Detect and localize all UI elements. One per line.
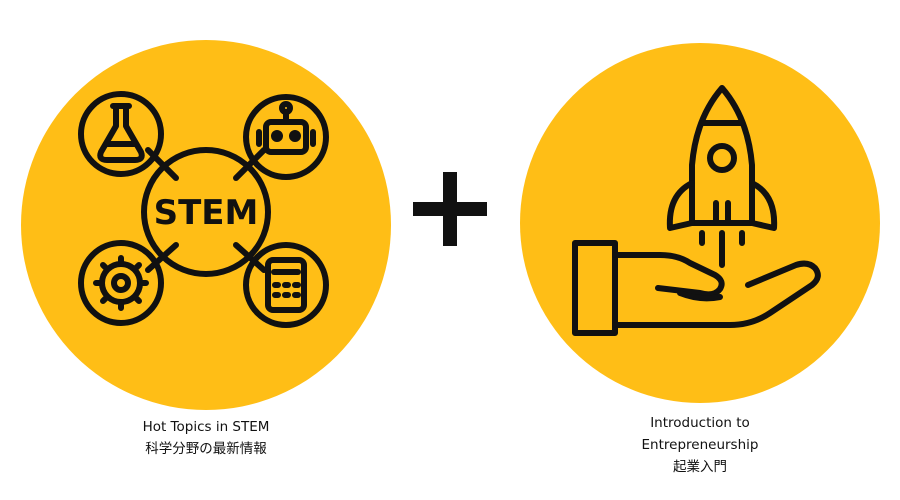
robot-icon <box>243 94 329 180</box>
rocket-icon <box>666 85 778 268</box>
plus-icon <box>413 172 487 246</box>
entrepreneurship-caption: Introduction to Entrepreneurship 起業入門 <box>600 412 800 478</box>
stem-network-icon: STEM <box>78 91 329 328</box>
entrepreneurship-caption-line2: Entrepreneurship <box>641 437 759 453</box>
stem-circle: STEM <box>21 40 391 410</box>
stem-caption-en: Hot Topics in STEM <box>142 419 270 435</box>
entrepreneurship-caption-line1: Introduction to <box>650 415 750 431</box>
rocket-launch-hand-icon <box>572 85 821 336</box>
entrepreneurship-caption-jp: 起業入門 <box>673 459 727 475</box>
stem-label: STEM <box>154 193 259 233</box>
gear-icon <box>78 240 164 326</box>
calculator-icon <box>243 242 329 328</box>
entrepreneurship-circle <box>520 43 880 403</box>
stem-caption-jp: 科学分野の最新情報 <box>145 441 267 457</box>
stem-caption: Hot Topics in STEM 科学分野の最新情報 <box>106 416 306 460</box>
hand-icon <box>572 240 821 336</box>
flask-icon <box>78 91 164 177</box>
